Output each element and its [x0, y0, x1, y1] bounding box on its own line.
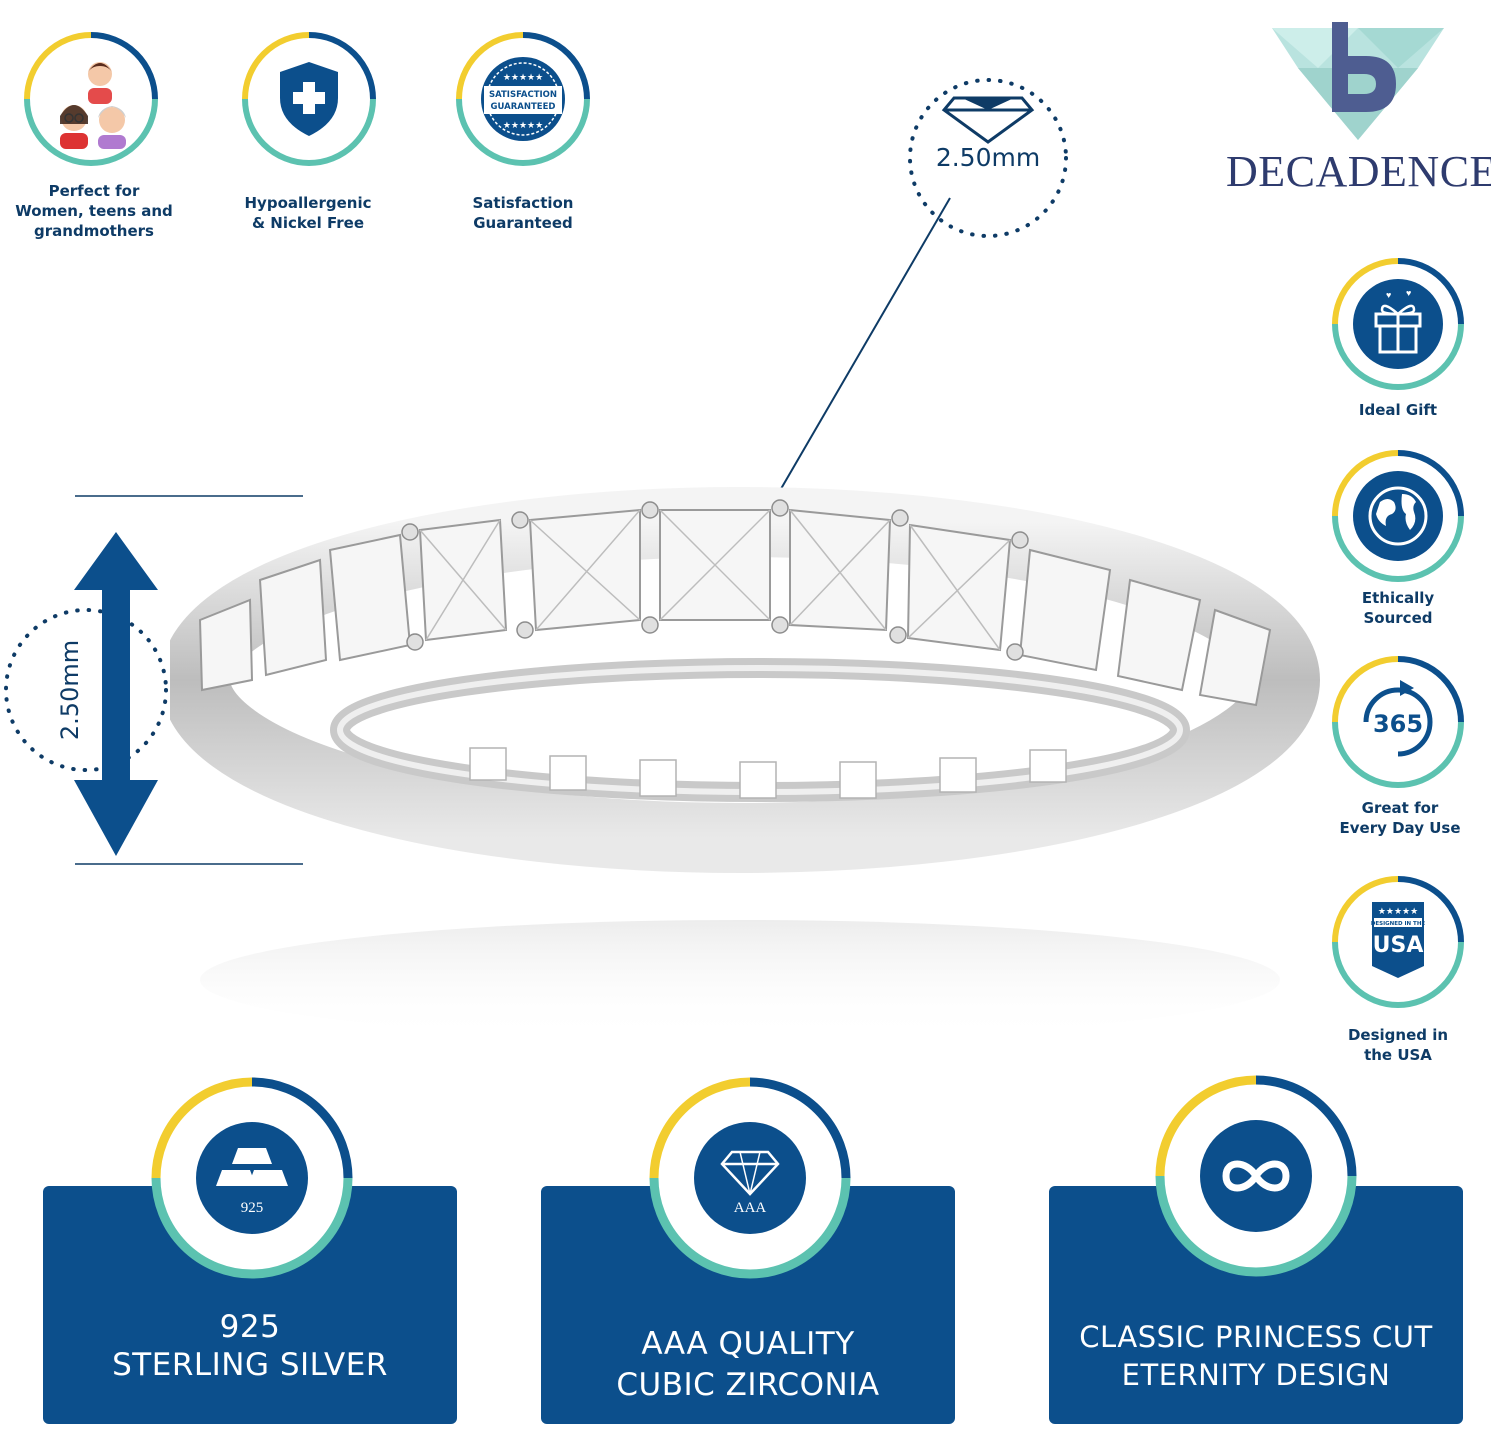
- stone-size-text: 2.50mm: [936, 143, 1040, 172]
- infinity-icon: [1155, 1075, 1357, 1277]
- sterling-silver-line1: 925: [219, 1309, 281, 1345]
- diamond-icon: AAA: [649, 1077, 851, 1279]
- silver-badge-text: 925: [241, 1200, 264, 1216]
- eternity-ring-image: [170, 487, 1320, 1040]
- cubic-zirconia-badge: AAA: [648, 1076, 852, 1280]
- usa-flag-icon: ★★★★★ DESIGNED IN THE USA: [1332, 876, 1464, 1008]
- gift-badge: ♥♥: [1330, 256, 1466, 392]
- sterling-silver-line2: STERLING SILVER: [112, 1347, 388, 1383]
- silver-bars-icon: 925: [151, 1077, 353, 1279]
- band-width-dimension: 2.50mm: [4, 495, 303, 865]
- stone-size-callout: 2.50mm: [727, 78, 1068, 581]
- seal-text-2: GUARANTEED: [491, 102, 556, 112]
- everyday-label: Great for Every Day Use: [1339, 799, 1461, 837]
- cubic-zirconia-line2: CUBIC ZIRCONIA: [616, 1367, 880, 1403]
- svg-text:★★★★★: ★★★★★: [503, 120, 543, 130]
- gift-label: Ideal Gift: [1358, 401, 1438, 419]
- satisfaction-badge: SATISFACTION GUARANTEED ★★★★★ ★★★★★: [454, 30, 592, 168]
- sterling-silver-badge: 925: [150, 1076, 354, 1280]
- satisfaction-seal-icon: SATISFACTION GUARANTEED ★★★★★ ★★★★★: [456, 32, 590, 166]
- diamond-badge-text: AAA: [734, 1200, 767, 1216]
- shield-plus-icon: [242, 32, 376, 166]
- usa-badge-text: USA: [1373, 933, 1424, 958]
- women-feature-label: Perfect for Women, teens and grandmother…: [15, 182, 173, 240]
- gift-icon: ♥♥: [1332, 258, 1464, 390]
- usa-label: Designed in the USA: [1347, 1026, 1449, 1064]
- women-feature-badge: [22, 30, 160, 168]
- stone-diamond-icon: [941, 96, 1035, 144]
- brand-logo-icon: [1272, 22, 1444, 140]
- ethical-badge: [1330, 448, 1466, 584]
- calendar-365-icon: 365: [1332, 656, 1464, 788]
- princess-cut-badge: [1154, 1074, 1358, 1278]
- globe-icon: [1332, 450, 1464, 582]
- brand-name: Decadence: [1226, 147, 1491, 196]
- women-group-icon: [24, 32, 158, 166]
- everyday-badge: 365: [1330, 654, 1466, 790]
- hypoallergenic-badge: [240, 30, 378, 168]
- band-width-text: 2.50mm: [56, 640, 84, 740]
- badge-365-text: 365: [1373, 710, 1423, 738]
- hypoallergenic-label: Hypoallergenic & Nickel Free: [244, 194, 372, 232]
- svg-text:♥: ♥: [1386, 290, 1391, 300]
- princess-cut-line2: ETERNITY DESIGN: [1121, 1358, 1391, 1392]
- svg-text:♥: ♥: [1406, 288, 1411, 298]
- usa-badge: ★★★★★ DESIGNED IN THE USA: [1330, 874, 1466, 1010]
- svg-text:★★★★★: ★★★★★: [503, 72, 543, 82]
- princess-cut-line1: CLASSIC PRINCESS CUT: [1079, 1320, 1433, 1354]
- satisfaction-label: Satisfaction Guaranteed: [472, 194, 574, 232]
- seal-text-1: SATISFACTION: [489, 90, 557, 100]
- cubic-zirconia-line1: AAA QUALITY: [641, 1326, 855, 1362]
- usa-badge-top: DESIGNED IN THE: [1371, 921, 1426, 927]
- double-arrow-icon: [74, 532, 158, 856]
- svg-text:★★★★★: ★★★★★: [1378, 906, 1418, 916]
- ethical-label: Ethically Sourced: [1361, 589, 1435, 627]
